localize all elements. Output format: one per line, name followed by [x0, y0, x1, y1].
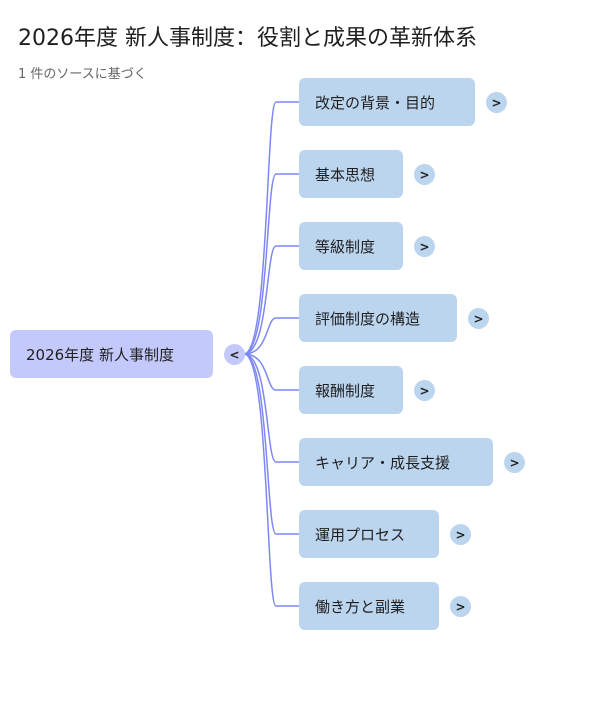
- root-label: 2026年度 新人事制度: [26, 345, 174, 364]
- child-node[interactable]: 評価制度の構造: [299, 294, 457, 342]
- child-node[interactable]: 基本思想: [299, 150, 403, 198]
- expand-toggle[interactable]: >: [414, 164, 435, 185]
- link-line: [243, 317, 299, 355]
- child-node[interactable]: 報酬制度: [299, 366, 403, 414]
- collapse-toggle[interactable]: <: [224, 344, 245, 365]
- child-label: 基本思想: [315, 165, 376, 184]
- child-label: 報酬制度: [315, 381, 376, 400]
- expand-toggle[interactable]: >: [504, 452, 525, 473]
- child-node[interactable]: 運用プロセス: [299, 510, 439, 558]
- expand-toggle[interactable]: >: [414, 380, 435, 401]
- child-node[interactable]: 等級制度: [299, 222, 403, 270]
- link-line: [243, 353, 299, 607]
- child-label: 評価制度の構造: [315, 309, 421, 328]
- expand-toggle[interactable]: >: [486, 92, 507, 113]
- link-line: [243, 353, 299, 463]
- expand-toggle[interactable]: >: [414, 236, 435, 257]
- page-title: 2026年度 新人事制度：役割と成果の革新体系: [18, 26, 477, 51]
- link-line: [243, 245, 299, 355]
- link-line: [243, 353, 299, 535]
- expand-toggle[interactable]: >: [468, 308, 489, 329]
- child-label: 改定の背景・目的: [315, 93, 436, 112]
- child-node[interactable]: 改定の背景・目的: [299, 78, 475, 126]
- root-node[interactable]: 2026年度 新人事制度: [10, 330, 213, 378]
- child-label: 働き方と副業: [315, 597, 406, 616]
- expand-toggle[interactable]: >: [450, 524, 471, 545]
- child-label: キャリア・成長支援: [315, 453, 451, 472]
- source-count: 1 件のソースに基づく: [18, 67, 147, 82]
- child-label: 等級制度: [315, 237, 376, 256]
- expand-toggle[interactable]: >: [450, 596, 471, 617]
- link-line: [243, 101, 299, 355]
- child-node[interactable]: 働き方と副業: [299, 582, 439, 630]
- child-label: 運用プロセス: [315, 525, 406, 544]
- link-line: [243, 353, 299, 391]
- child-node[interactable]: キャリア・成長支援: [299, 438, 493, 486]
- link-line: [243, 173, 299, 355]
